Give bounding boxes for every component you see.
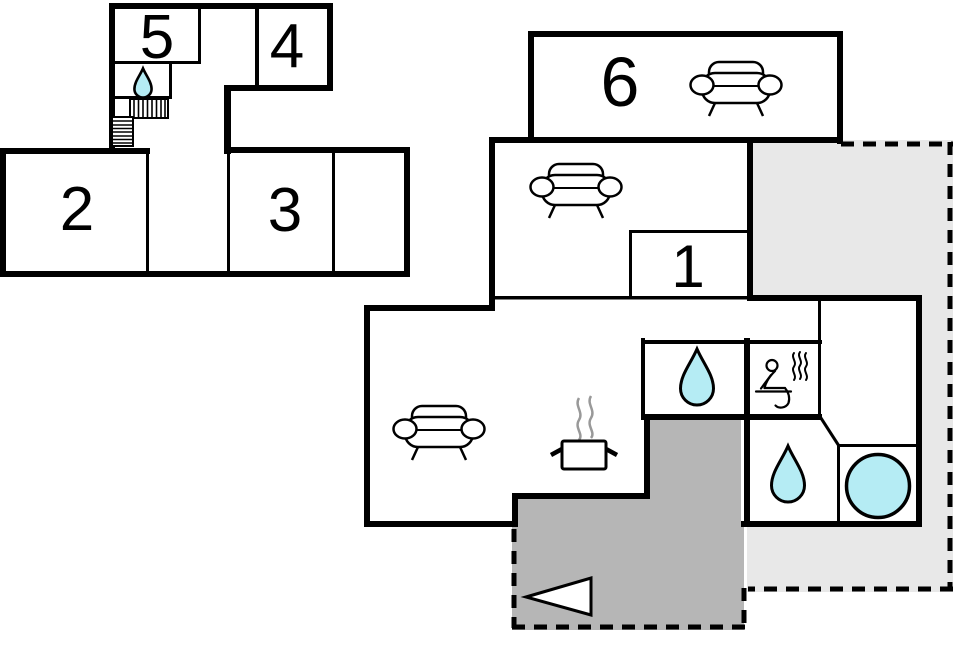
water-drop-icon [769,442,807,504]
upper-floor-room-labels: 5 4 2 3 [60,3,304,245]
stairs-icon [111,98,169,147]
sofa-icon [392,404,486,461]
room-label-3: 3 [268,176,302,245]
water-drop-icon [133,65,153,99]
upper-floor-walls [0,3,410,277]
dark-terrace-area [512,418,744,630]
room-label-2: 2 [60,175,94,244]
sofa-icon [689,60,783,117]
room-label-1: 1 [671,233,704,300]
terrace-dashed-borders [511,141,953,630]
hot-tub-icon [844,452,912,520]
ground-floor-room-labels: 6 1 [601,43,705,300]
entrance-arrow-icon [520,575,593,617]
sofa-icon [529,162,623,219]
room-label-6: 6 [601,43,640,121]
room-label-4: 4 [270,12,304,81]
water-drop-icon [678,345,716,407]
room-label-5: 5 [140,3,174,72]
terrace-areas [512,140,953,630]
cooking-pot-icon [549,395,619,471]
ground-floor-walls [364,31,922,527]
sauna-icon [754,351,808,409]
